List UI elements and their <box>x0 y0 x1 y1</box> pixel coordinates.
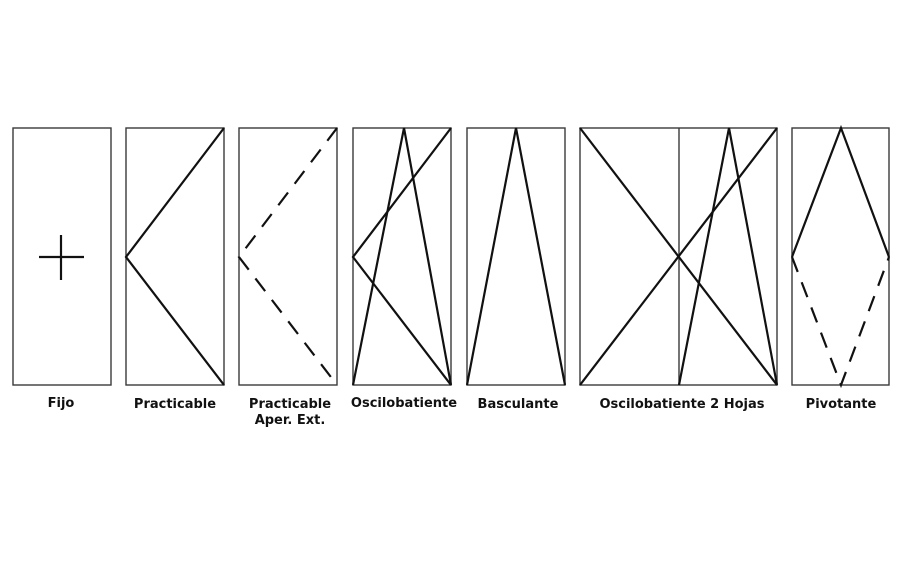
practicable-opening-lines <box>124 127 225 386</box>
practicable-symbol <box>124 127 225 386</box>
practicable-aper-ext-symbol <box>237 127 338 386</box>
oscilobatiente-tilt-lines <box>351 127 453 386</box>
practicable-frame <box>125 127 225 386</box>
oscilobatiente-side-lines <box>351 127 452 386</box>
label-pivotante: Pivotante <box>805 397 877 412</box>
pivotante-frame <box>791 127 890 386</box>
label-basculante: Basculante <box>477 397 559 412</box>
pivotante-dashed-lines <box>790 256 891 389</box>
label-practicable-aper-ext-line2: Aper. Ext. <box>254 413 326 428</box>
fijo-frame <box>12 127 112 386</box>
oscilobatiente-frame <box>352 127 452 386</box>
practicable-aper-ext-frame <box>238 127 338 386</box>
pivotante-symbol <box>790 124 891 389</box>
fijo-symbol <box>12 127 112 386</box>
label-practicable-aper-ext-line1: Practicable <box>248 397 332 412</box>
oscilobatiente-symbol <box>351 127 453 386</box>
practicable-aper-ext-dashed-lines <box>237 127 338 386</box>
oscilobatiente-2-hojas-tilt-lines <box>677 127 779 386</box>
oscilobatiente-2-hojas-diagonal-2 <box>579 127 778 386</box>
label-fijo: Fijo <box>47 396 75 411</box>
oscilobatiente-2-hojas-symbol <box>579 127 779 386</box>
pivotante-solid-lines <box>790 124 891 258</box>
basculante-tilt-lines <box>465 127 567 386</box>
label-practicable-aper-ext: Practicable Aper. Ext. <box>249 397 331 429</box>
basculante-frame <box>466 127 566 386</box>
label-practicable: Practicable <box>133 397 217 412</box>
label-oscilobatiente: Oscilobatiente <box>350 396 458 411</box>
label-oscilobatiente-2-hojas: Oscilobatiente 2 Hojas <box>599 397 765 412</box>
basculante-symbol <box>465 127 567 386</box>
